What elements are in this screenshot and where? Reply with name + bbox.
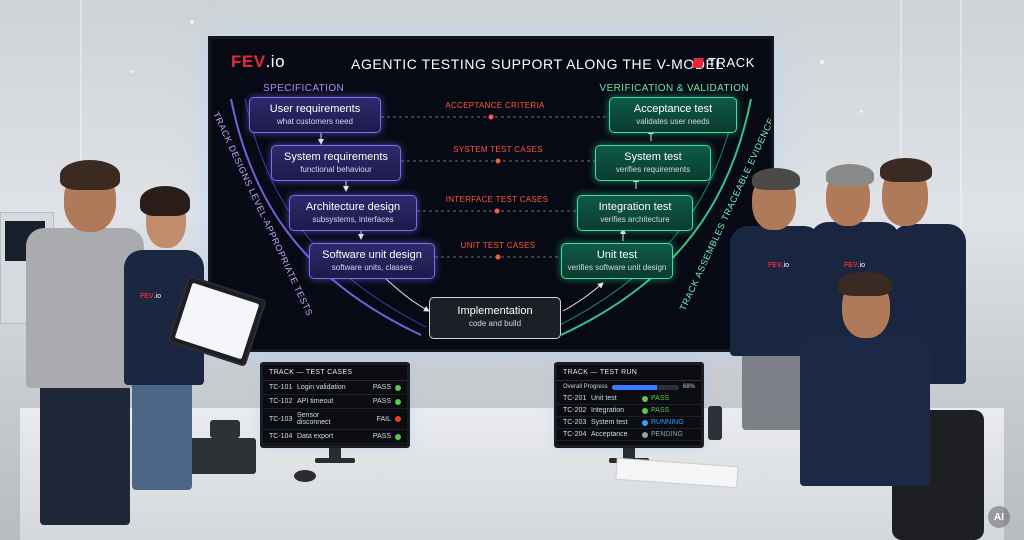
status-dot (642, 419, 648, 426)
network-node (190, 20, 194, 24)
track-icon (692, 57, 704, 68)
person-hair (752, 168, 800, 190)
ai-generated-badge: AI (988, 506, 1010, 528)
monitor-stand (623, 448, 635, 460)
network-node (130, 70, 133, 73)
monitor-stand (329, 448, 341, 460)
specification-heading: SPECIFICATION (263, 83, 345, 94)
shirt-logo: FEV.io (768, 262, 790, 269)
interface-test-cases-label: INTERFACE TEST CASES (445, 195, 549, 204)
track-logo: TRACK (692, 55, 755, 70)
flow-arrow (562, 282, 604, 312)
shirt-logo: FEV.io (844, 262, 866, 269)
flow-arrow (385, 278, 430, 312)
progress-bar (611, 384, 679, 390)
tablet-screen (174, 282, 260, 360)
system-test-cases-label: SYSTEM TEST CASES (453, 145, 543, 154)
person-torso (800, 336, 930, 486)
verification-heading: VERIFICATION & VALIDATION (599, 83, 749, 94)
network-node (860, 110, 863, 113)
display-title: AGENTIC TESTING SUPPORT ALONG THE V-MODE… (351, 56, 724, 72)
progress-fill (611, 384, 658, 390)
main-display: FEV.io AGENTIC TESTING SUPPORT ALONG THE… (208, 36, 774, 352)
person-torso (730, 226, 822, 356)
v-right-arm (560, 98, 752, 336)
person-legs (40, 380, 130, 525)
v-left-arm (230, 98, 422, 336)
person-legs (132, 380, 192, 490)
shirt-logo: FEV.io (140, 293, 162, 300)
person-hair (60, 160, 120, 190)
monitor-base (315, 458, 355, 463)
link-node (495, 158, 501, 164)
person-hair (826, 164, 874, 186)
computer-mouse (294, 470, 316, 482)
test-run-heading: TRACK — TEST RUN (557, 365, 701, 381)
fev-logo: FEV.io (231, 52, 286, 71)
network-node (820, 60, 824, 64)
wall-panel-line (960, 0, 962, 380)
test-cases-heading: TRACK — TEST CASES (263, 365, 407, 381)
link-node (488, 114, 494, 120)
status-dot (642, 407, 648, 414)
status-dot (395, 398, 401, 405)
acceptance-criteria-label: ACCEPTANCE CRITERIA (445, 101, 545, 110)
status-dot (642, 395, 648, 402)
overall-progress: Overall Progress 68% (563, 384, 695, 390)
hardware-module (210, 420, 240, 438)
link-node (495, 254, 501, 260)
phone-device (708, 406, 722, 440)
status-dot (395, 384, 401, 391)
status-dot (395, 416, 401, 422)
status-dot (642, 431, 648, 438)
test-run-monitor: TRACK — TEST RUN Overall Progress 68% TC… (554, 362, 704, 448)
status-dot (395, 433, 401, 440)
person-hair (838, 272, 892, 296)
person-hair (140, 186, 190, 216)
unit-test-cases-label: UNIT TEST CASES (460, 241, 536, 250)
link-node (494, 208, 500, 214)
v-model-connectors (230, 98, 752, 336)
person-hair (880, 158, 932, 182)
